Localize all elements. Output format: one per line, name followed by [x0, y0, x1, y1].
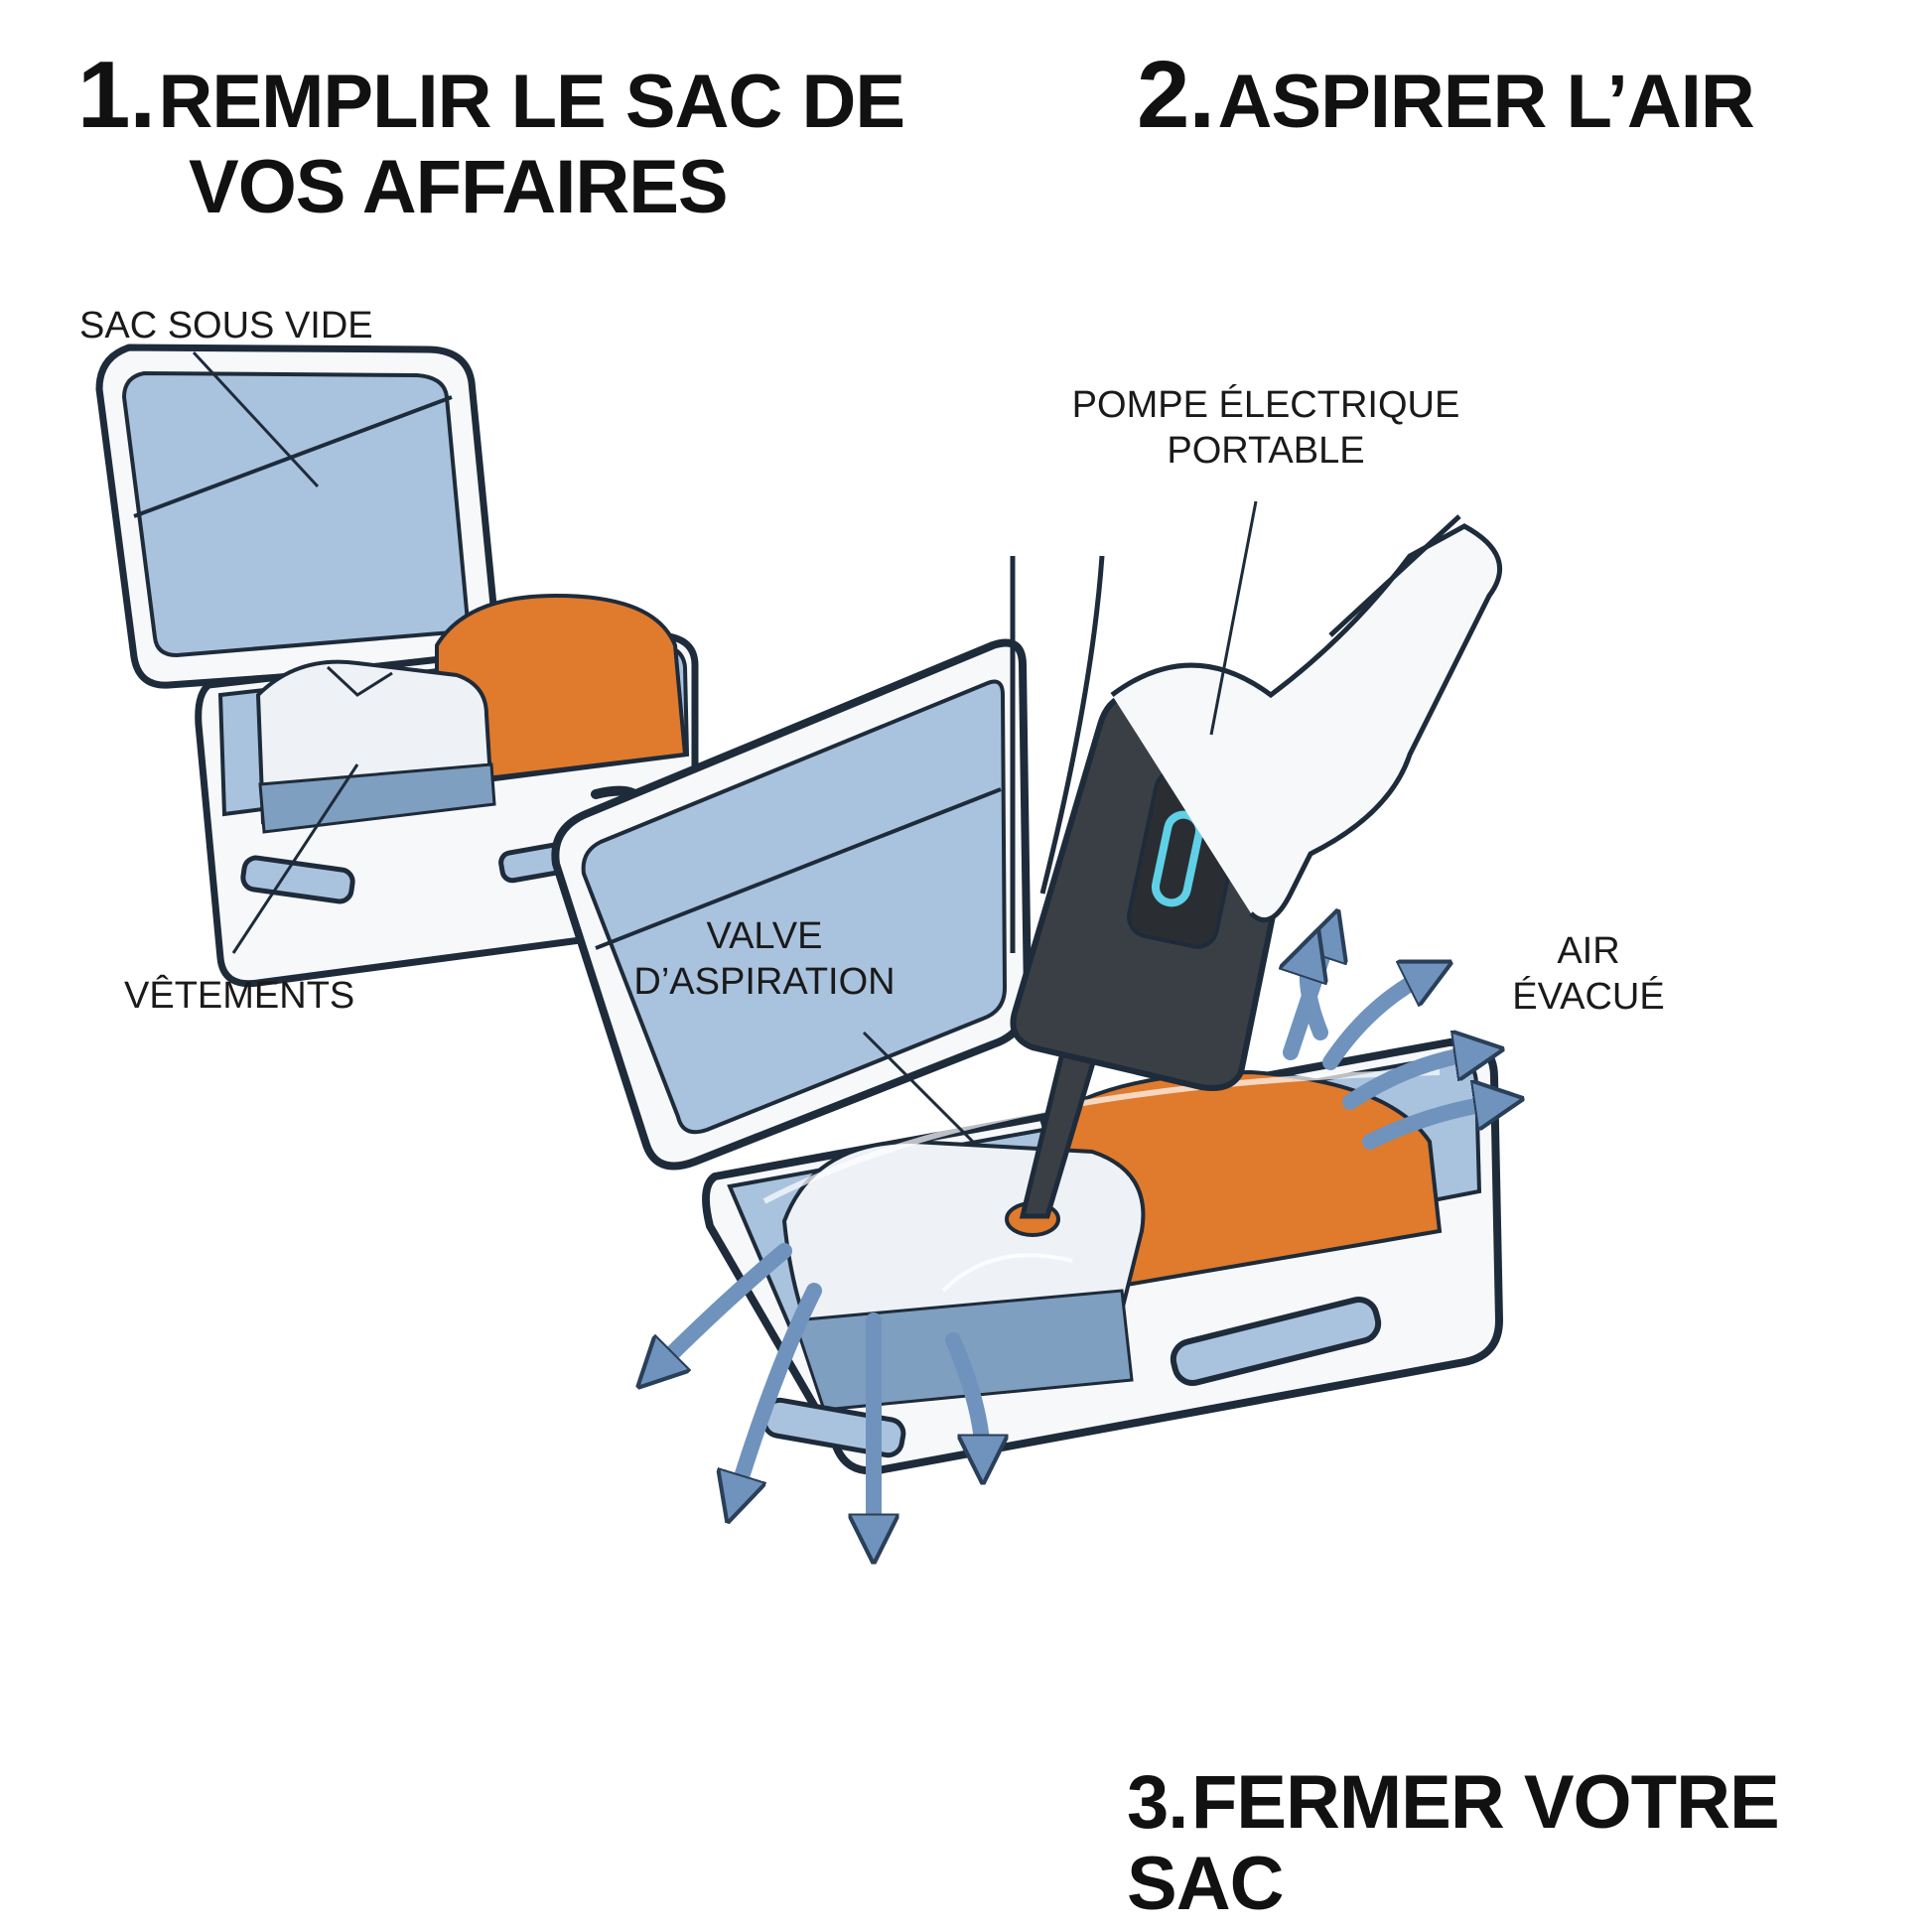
leader-line [231, 763, 359, 954]
leader-line [192, 350, 320, 488]
step-3-line-1: FERMER VOTRE SAC [1127, 1760, 1780, 1927]
step-2-line-1: ASPIRER L’AIR [1217, 60, 1755, 144]
step-1-line-1: REMPLIR LE SAC DE [158, 60, 905, 144]
step-3-number: 3. [1127, 1760, 1188, 1845]
hand-icon [1010, 514, 1502, 953]
suitcase-open-icon [95, 344, 699, 988]
label-pump-line-2: PORTABLE [1167, 430, 1365, 473]
step-1-number: 1. [77, 42, 156, 148]
step-1-line-2: VOS AFFAIRES [189, 144, 729, 229]
label-valve-line-1: VALVE [706, 915, 823, 957]
label-pump: POMPE ÉLECTRIQUE PORTABLE [1033, 382, 1499, 475]
air-arrow-icon [655, 933, 1499, 1539]
label-pump-line-1: POMPE ÉLECTRIQUE [1071, 384, 1460, 426]
label-clothes: VÊTEMENTS [124, 975, 355, 1017]
label-vacuum-bag: SAC SOUS VIDE [79, 305, 373, 346]
label-valve: VALVE D’ASPIRATION [606, 913, 923, 1006]
label-air-evacuated: AIR ÉVACUÉ [1489, 928, 1688, 1021]
step-2-title: 2. ASPIRER L’AIR [1137, 42, 1755, 148]
leader-line [862, 1031, 975, 1144]
step-1-title: 1. REMPLIR LE SAC DE VOS AFFAIRES [77, 42, 905, 229]
leader-line [1209, 500, 1258, 736]
label-air-line-1: AIR [1557, 930, 1620, 972]
step-2-number: 2. [1137, 42, 1215, 148]
label-air-line-2: ÉVACUÉ [1512, 976, 1665, 1019]
step-3-title: 3. FERMER VOTRE SAC [1127, 1760, 1932, 1927]
label-valve-line-2: D’ASPIRATION [633, 961, 896, 1004]
